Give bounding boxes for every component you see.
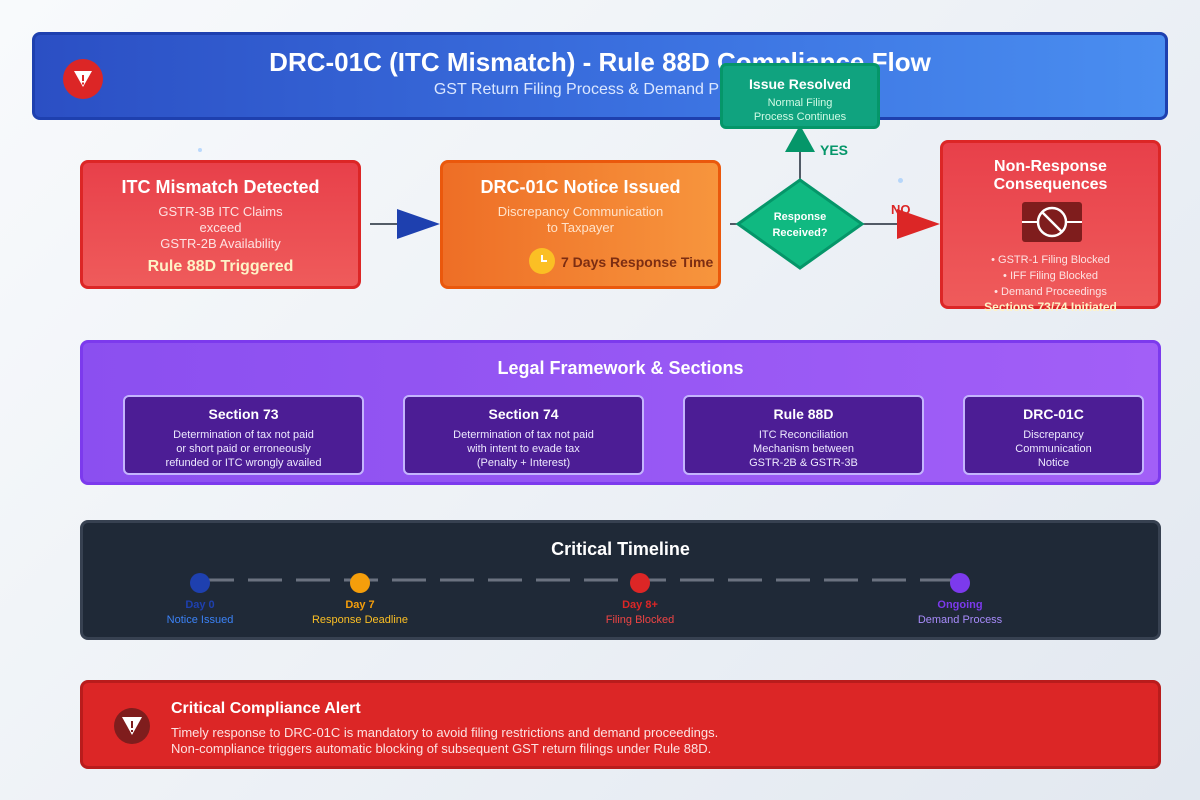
- card-title: Rule 88D: [773, 406, 834, 422]
- compliance-alert-panel: Critical Compliance Alert Timely respons…: [80, 680, 1161, 769]
- card-line: with intent to evade tax: [467, 443, 580, 455]
- decision-line2: Received?: [772, 227, 828, 239]
- yes-label: YES: [820, 142, 849, 158]
- timeline-dot-day7: [350, 573, 370, 593]
- card-line: GSTR-2B & GSTR-3B: [749, 457, 858, 469]
- consequences-title-2: Consequences: [993, 176, 1108, 193]
- card-title: Section 74: [488, 406, 559, 422]
- card-line: Notice: [1037, 457, 1070, 469]
- alert-line2: Non-compliance triggers automatic blocki…: [171, 741, 712, 756]
- issue-resolved-box: Issue Resolved Normal Filing Process Con…: [720, 63, 880, 129]
- arrow-to-resolved: [785, 125, 815, 152]
- timeline-label: Response Deadline: [311, 614, 408, 626]
- rule-triggered-label: Rule 88D Triggered: [147, 258, 294, 275]
- card-line: Discrepancy: [1023, 429, 1084, 441]
- decision-label: Response Received?: [750, 209, 850, 241]
- card-line: Mechanism between: [753, 443, 854, 455]
- card-line: (Penalty + Interest): [476, 457, 571, 469]
- arrow-to-notice: [397, 209, 440, 239]
- critical-timeline-panel: Critical Timeline Day 0 Notice Issued Da…: [80, 520, 1161, 640]
- timeline-label: Demand Process: [917, 614, 1003, 626]
- timeline-dot-day0: [190, 573, 210, 593]
- itc-mismatch-box: ITC Mismatch Detected GSTR-3B ITC Claims…: [80, 160, 361, 289]
- card-title: Section 73: [208, 406, 279, 422]
- blocked-icon: [1022, 202, 1082, 242]
- consequences-box: Non-Response Consequences • GSTR-1 Filin…: [940, 140, 1161, 314]
- card-line: refunded or ITC wrongly availed: [165, 457, 322, 469]
- consequences-title-1: Non-Response: [994, 158, 1107, 175]
- consequence-item: • Demand Proceedings: [994, 286, 1107, 298]
- timeline-day: Day 0: [185, 599, 215, 611]
- rule-88d-card: Rule 88D ITC Reconciliation Mechanism be…: [683, 395, 924, 475]
- alert-title: Critical Compliance Alert: [171, 700, 361, 717]
- card-line: Communication: [1015, 443, 1092, 455]
- detected-line1: GSTR-3B ITC Claims: [158, 204, 283, 219]
- timeline-day: Ongoing: [937, 599, 983, 611]
- page-title: DRC-01C (ITC Mismatch) - Rule 88D Compli…: [269, 47, 931, 77]
- resolved-line1: Normal Filing: [767, 97, 833, 109]
- card-line: Determination of tax not paid: [453, 429, 594, 441]
- header-banner: DRC-01C (ITC Mismatch) - Rule 88D Compli…: [32, 32, 1168, 120]
- consequence-item: • GSTR-1 Filing Blocked: [991, 254, 1110, 266]
- no-label: NO: [891, 202, 911, 217]
- notice-line2: to Taxpayer: [547, 220, 614, 235]
- timeline-dot-day8: [630, 573, 650, 593]
- timeline-dot-ongoing: [950, 573, 970, 593]
- detected-line3: GSTR-2B Availability: [160, 236, 281, 251]
- legal-title: Legal Framework & Sections: [497, 358, 744, 378]
- timeline-day: Day 8+: [622, 599, 658, 611]
- resolved-title: Issue Resolved: [749, 76, 851, 92]
- detected-title: ITC Mismatch Detected: [121, 177, 320, 197]
- page-subtitle: GST Return Filing Process & Demand Proce…: [433, 81, 767, 98]
- notice-issued-box: DRC-01C Notice Issued Discrepancy Commun…: [440, 160, 721, 289]
- card-line: or short paid or erroneously: [176, 443, 311, 455]
- consequences-list: • GSTR-1 Filing Blocked • IFF Filing Blo…: [943, 252, 1158, 300]
- consequence-item: • IFF Filing Blocked: [1003, 270, 1098, 282]
- decor-dot: [898, 178, 903, 183]
- decor-dot: [198, 148, 202, 152]
- alert-icon: [114, 708, 150, 744]
- sections-initiated-label: Sections 73/74 Initiated: [984, 300, 1117, 314]
- section-73-card: Section 73 Determination of tax not paid…: [123, 395, 364, 475]
- alert-line1: Timely response to DRC-01C is mandatory …: [171, 725, 719, 740]
- card-line: Determination of tax not paid: [173, 429, 314, 441]
- card-line: ITC Reconciliation: [758, 429, 849, 441]
- warning-icon: [63, 59, 103, 99]
- clock-icon: [529, 248, 555, 274]
- card-title: DRC-01C: [1023, 406, 1084, 422]
- resolved-line2: Process Continues: [753, 111, 847, 123]
- notice-line1: Discrepancy Communication: [497, 204, 664, 219]
- drc-01c-card: DRC-01C Discrepancy Communication Notice: [963, 395, 1144, 475]
- response-time-label: 7 Days Response Time: [561, 254, 714, 270]
- timeline-label: Notice Issued: [166, 614, 234, 626]
- timeline-day: Day 7: [345, 599, 375, 611]
- decision-line1: Response: [773, 211, 827, 223]
- detected-line2: exceed: [199, 220, 242, 235]
- timeline-title: Critical Timeline: [551, 539, 690, 559]
- section-74-card: Section 74 Determination of tax not paid…: [403, 395, 644, 475]
- timeline-label: Filing Blocked: [605, 614, 675, 626]
- legal-framework-panel: Legal Framework & Sections Section 73 De…: [80, 340, 1161, 485]
- notice-title: DRC-01C Notice Issued: [480, 177, 681, 197]
- timeline-track: [200, 578, 960, 582]
